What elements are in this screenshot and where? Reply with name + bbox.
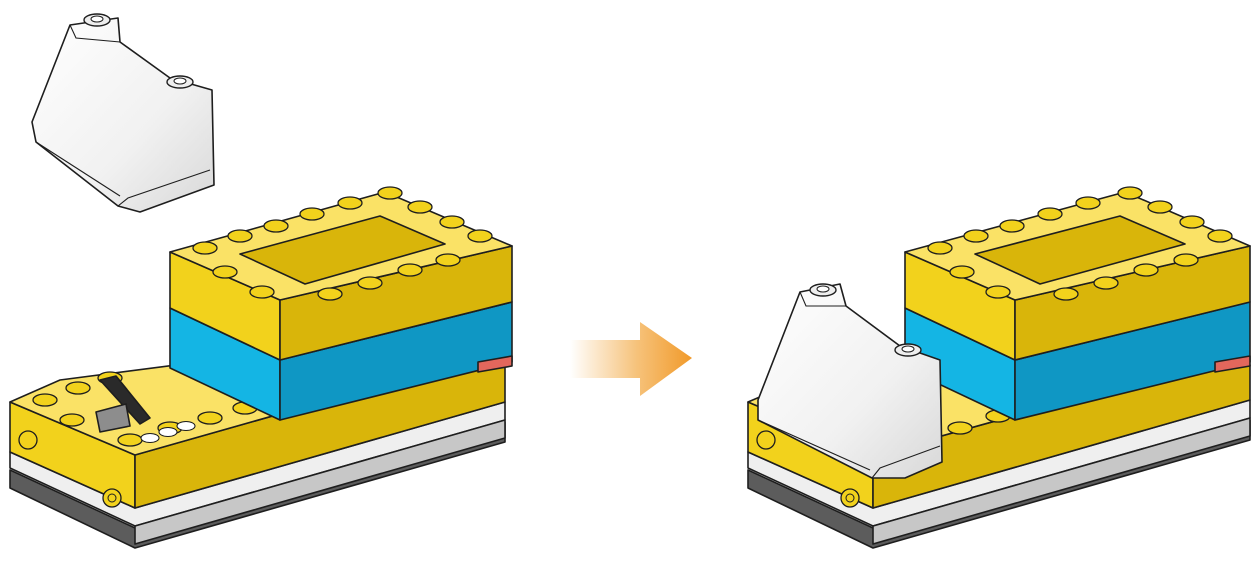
car-model-after	[748, 187, 1250, 548]
windscreen-piece-detached	[32, 14, 214, 212]
car-model-before	[10, 187, 512, 548]
step-arrow	[570, 322, 692, 396]
